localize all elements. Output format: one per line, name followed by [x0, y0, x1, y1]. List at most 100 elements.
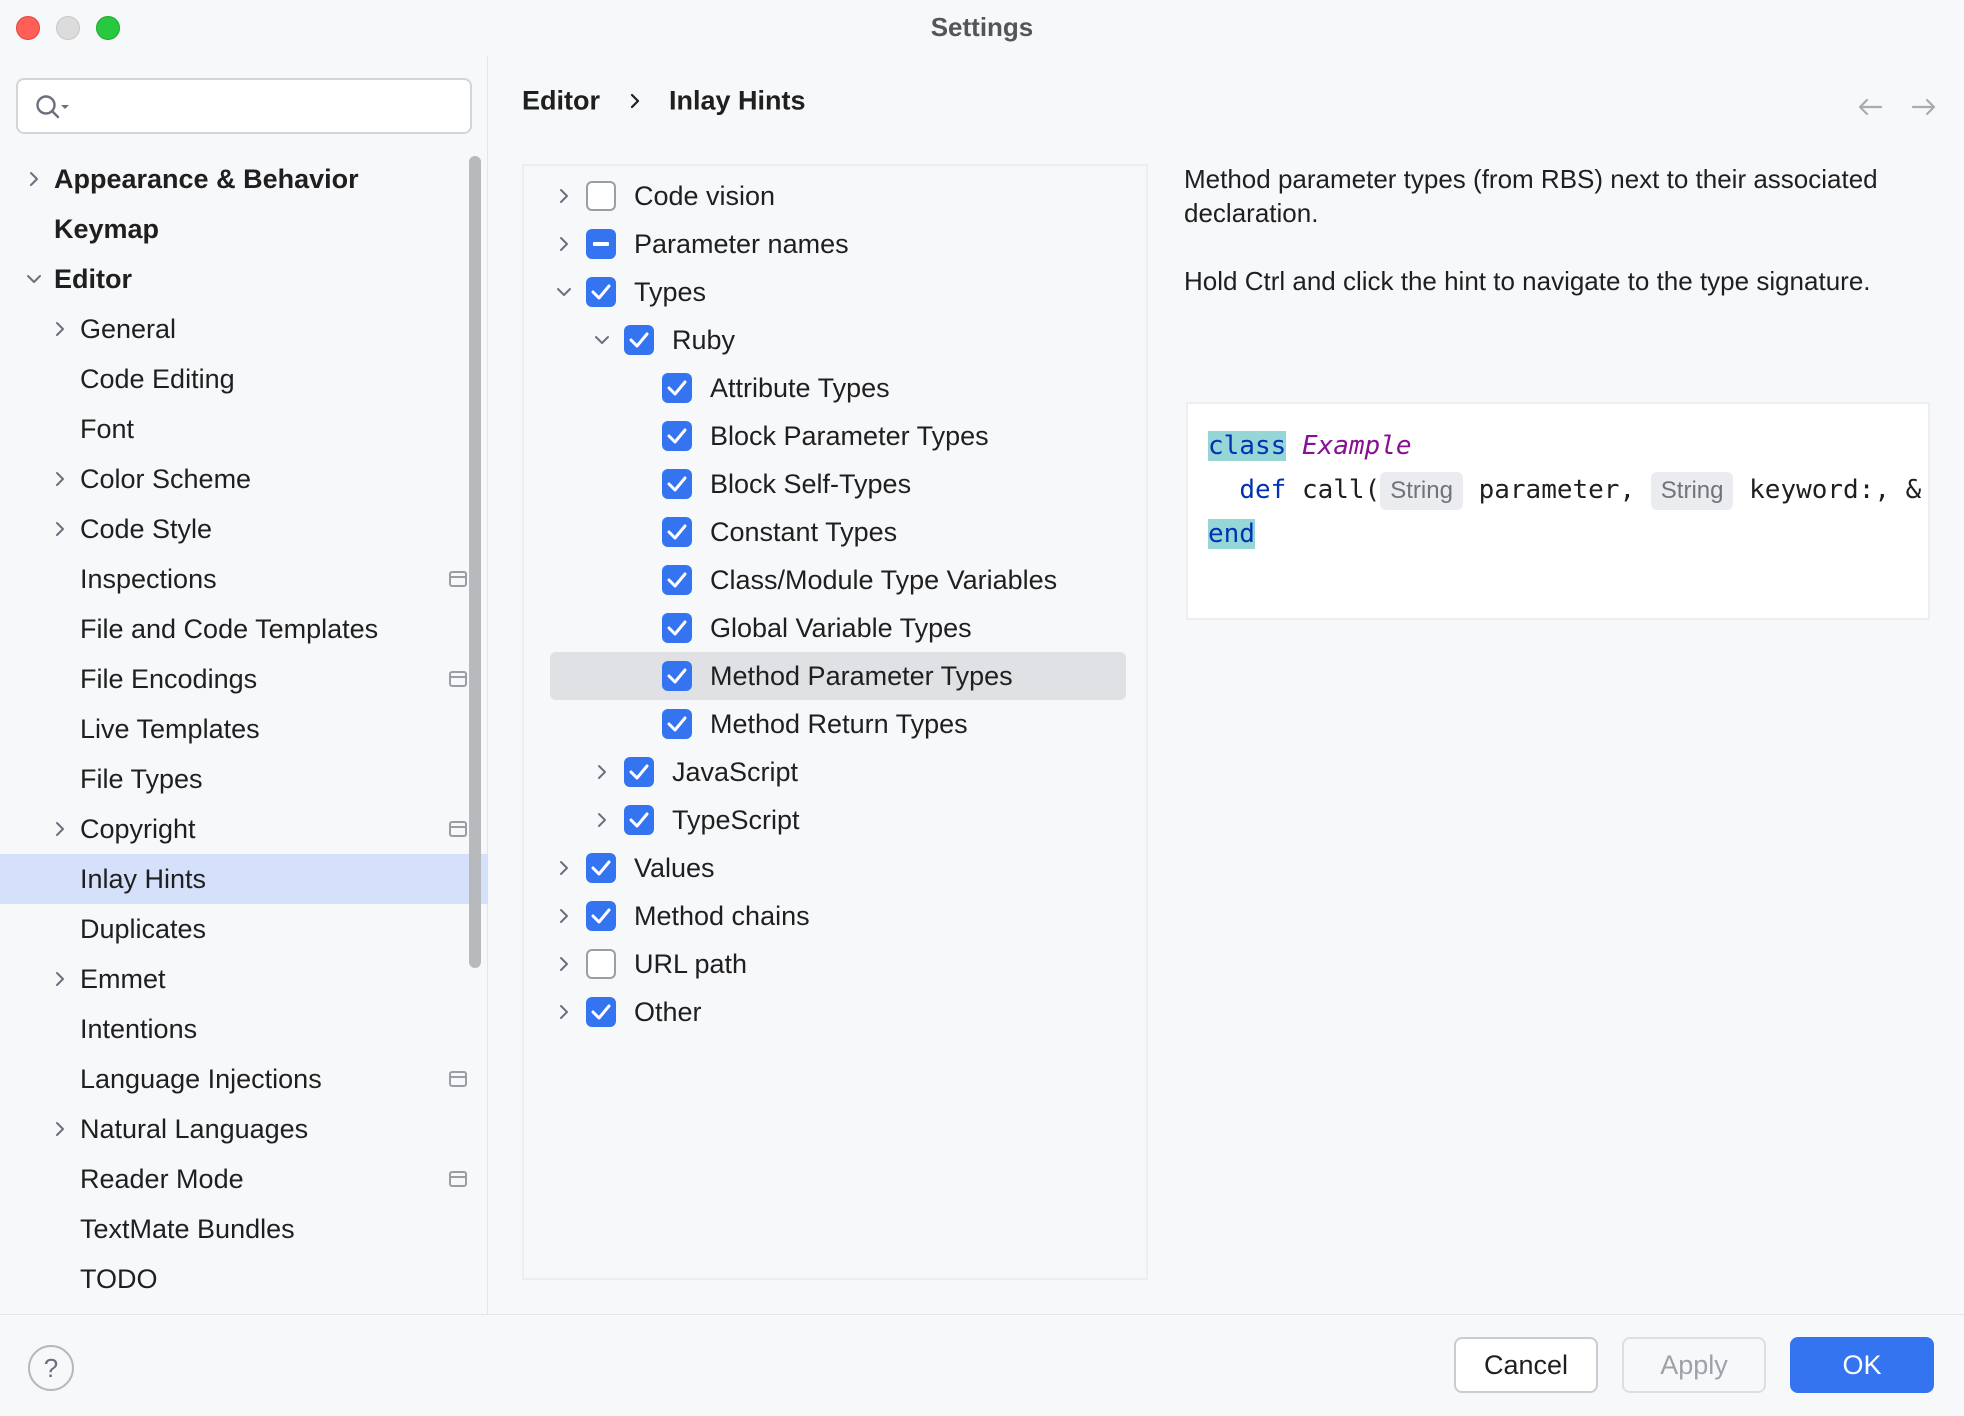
- sidebar-item-natural-languages[interactable]: Natural Languages: [0, 1104, 488, 1154]
- checkbox[interactable]: [586, 853, 616, 883]
- description-navigation-text: Hold Ctrl and click the hint to navigate…: [1184, 266, 1871, 296]
- sidebar-item-keymap[interactable]: Keymap: [0, 204, 488, 254]
- chevron-right-icon[interactable]: [554, 906, 574, 926]
- minimize-window-button[interactable]: [56, 16, 80, 40]
- hint-option-method-parameter-types[interactable]: Method Parameter Types: [550, 652, 1126, 700]
- sidebar-item-duplicates[interactable]: Duplicates: [0, 904, 488, 954]
- preview-type-hint[interactable]: String: [1380, 472, 1463, 510]
- sidebar-item-file-types[interactable]: File Types: [0, 754, 488, 804]
- checkbox[interactable]: [662, 661, 692, 691]
- sidebar-item-general[interactable]: General: [0, 304, 488, 354]
- back-arrow-icon[interactable]: [1856, 95, 1884, 119]
- chevron-right-icon[interactable]: [50, 469, 70, 489]
- hint-option-method-return-types[interactable]: Method Return Types: [550, 700, 1126, 748]
- checkbox[interactable]: [662, 613, 692, 643]
- sidebar-item-font[interactable]: Font: [0, 404, 488, 454]
- hint-option-global-variable-types[interactable]: Global Variable Types: [550, 604, 1126, 652]
- chevron-right-icon[interactable]: [50, 819, 70, 839]
- preview-class-name: Example: [1301, 431, 1412, 461]
- chevron-right-icon[interactable]: [24, 169, 44, 189]
- chevron-right-icon[interactable]: [554, 954, 574, 974]
- sidebar-item-inlay-hints[interactable]: Inlay Hints: [0, 854, 488, 904]
- sidebar-item-reader-mode[interactable]: Reader Mode: [0, 1154, 488, 1204]
- hint-option-constant-types[interactable]: Constant Types: [550, 508, 1126, 556]
- hint-option-method-chains[interactable]: Method chains: [550, 892, 1126, 940]
- chevron-right-icon[interactable]: [50, 969, 70, 989]
- hint-option-parameter-names[interactable]: Parameter names: [550, 220, 1126, 268]
- apply-button[interactable]: Apply: [1622, 1337, 1766, 1393]
- hint-option-block-parameter-types[interactable]: Block Parameter Types: [550, 412, 1126, 460]
- checkmark-icon: [591, 1004, 611, 1020]
- sidebar-item-textmate-bundles[interactable]: TextMate Bundles: [0, 1204, 488, 1254]
- checkbox[interactable]: [586, 997, 616, 1027]
- hint-option-block-self-types[interactable]: Block Self-Types: [550, 460, 1126, 508]
- forward-arrow-icon[interactable]: [1910, 95, 1938, 119]
- breadcrumb-parent[interactable]: Editor: [522, 85, 600, 116]
- checkbox[interactable]: [662, 373, 692, 403]
- maximize-window-button[interactable]: [96, 16, 120, 40]
- checkbox[interactable]: [624, 757, 654, 787]
- hint-option-values[interactable]: Values: [550, 844, 1126, 892]
- chevron-right-icon[interactable]: [50, 319, 70, 339]
- checkbox[interactable]: [662, 517, 692, 547]
- sidebar-item-code-style[interactable]: Code Style: [0, 504, 488, 554]
- sidebar-item-appearance-behavior[interactable]: Appearance & Behavior: [0, 154, 488, 204]
- hint-option-attribute-types[interactable]: Attribute Types: [550, 364, 1126, 412]
- sidebar-item-emmet[interactable]: Emmet: [0, 954, 488, 1004]
- sidebar-item-color-scheme[interactable]: Color Scheme: [0, 454, 488, 504]
- chevron-right-icon[interactable]: [554, 186, 574, 206]
- sidebar-item-language-injections[interactable]: Language Injections: [0, 1054, 488, 1104]
- hint-option-class-module-type-variables[interactable]: Class/Module Type Variables: [550, 556, 1126, 604]
- sidebar-scrollbar[interactable]: [469, 156, 481, 968]
- chevron-right-icon[interactable]: [50, 519, 70, 539]
- sidebar-item-file-encodings[interactable]: File Encodings: [0, 654, 488, 704]
- checkbox[interactable]: [586, 277, 616, 307]
- checkbox[interactable]: [662, 469, 692, 499]
- chevron-down-icon[interactable]: [554, 282, 574, 302]
- cancel-button[interactable]: Cancel: [1454, 1337, 1598, 1393]
- checkbox[interactable]: [586, 181, 616, 211]
- sidebar-item-copyright[interactable]: Copyright: [0, 804, 488, 854]
- checkbox[interactable]: [586, 229, 616, 259]
- checkbox[interactable]: [586, 901, 616, 931]
- chevron-right-icon[interactable]: [592, 810, 612, 830]
- chevron-right-icon[interactable]: [554, 858, 574, 878]
- sidebar-item-inspections[interactable]: Inspections: [0, 554, 488, 604]
- sidebar-item-live-templates[interactable]: Live Templates: [0, 704, 488, 754]
- sidebar-item-code-editing[interactable]: Code Editing: [0, 354, 488, 404]
- ok-button[interactable]: OK: [1790, 1337, 1934, 1393]
- chevron-right-icon[interactable]: [554, 234, 574, 254]
- hint-option-types[interactable]: Types: [550, 268, 1126, 316]
- hint-option-url-path[interactable]: URL path: [550, 940, 1126, 988]
- hint-option-label: Block Parameter Types: [710, 421, 989, 451]
- settings-search-input[interactable]: [16, 78, 472, 134]
- hint-option-ruby[interactable]: Ruby: [550, 316, 1126, 364]
- checkbox[interactable]: [624, 325, 654, 355]
- chevron-down-icon[interactable]: [592, 330, 612, 350]
- checkbox[interactable]: [624, 805, 654, 835]
- chevron-right-icon[interactable]: [592, 762, 612, 782]
- preview-keyword-class: class: [1208, 431, 1287, 461]
- close-window-button[interactable]: [16, 16, 40, 40]
- hint-option-typescript[interactable]: TypeScript: [550, 796, 1126, 844]
- chevron-down-icon[interactable]: [24, 269, 44, 289]
- sidebar-item-intentions[interactable]: Intentions: [0, 1004, 488, 1054]
- chevron-right-icon[interactable]: [554, 1002, 574, 1022]
- sidebar-item-editor[interactable]: Editor: [0, 254, 488, 304]
- hint-option-other[interactable]: Other: [550, 988, 1126, 1036]
- chevron-right-icon[interactable]: [50, 1119, 70, 1139]
- checkbox[interactable]: [662, 421, 692, 451]
- sidebar-item-todo[interactable]: TODO: [0, 1254, 488, 1304]
- help-button[interactable]: ?: [28, 1345, 74, 1391]
- sidebar-item-label: File Types: [80, 764, 203, 794]
- sidebar-item-file-and-code-templates[interactable]: File and Code Templates: [0, 604, 488, 654]
- hint-option-code-vision[interactable]: Code vision: [550, 172, 1126, 220]
- sidebar-item-label: Reader Mode: [80, 1164, 244, 1194]
- sidebar-item-label: Natural Languages: [80, 1114, 309, 1144]
- checkbox[interactable]: [662, 565, 692, 595]
- checkbox[interactable]: [586, 949, 616, 979]
- hint-option-label: Method Parameter Types: [710, 661, 1013, 691]
- checkbox[interactable]: [662, 709, 692, 739]
- preview-type-hint[interactable]: String: [1650, 472, 1734, 510]
- hint-option-javascript[interactable]: JavaScript: [550, 748, 1126, 796]
